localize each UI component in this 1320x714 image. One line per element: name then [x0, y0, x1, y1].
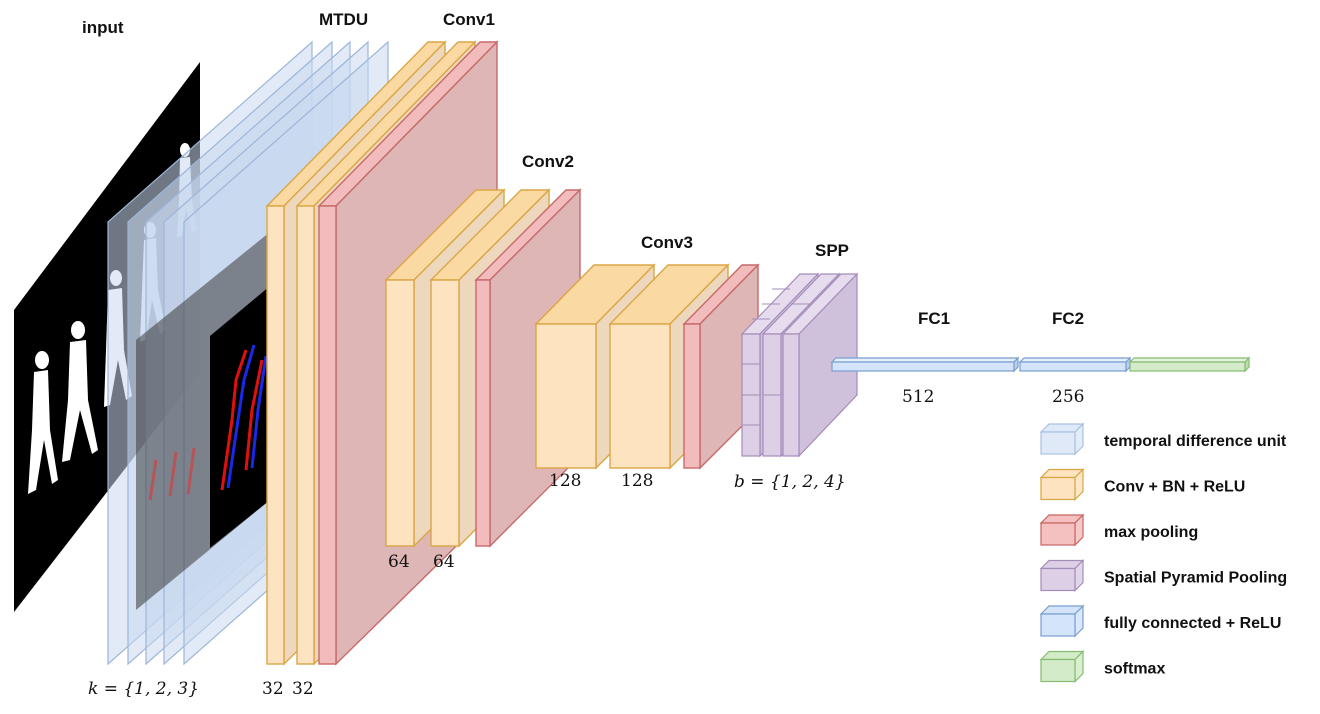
mtdu-label: MTDU: [319, 10, 368, 29]
legend-item-temporal-difference-unit: temporal difference unit: [1039, 422, 1287, 456]
spp-block: [740, 272, 859, 458]
conv3-dim-a: 128: [549, 471, 581, 491]
conv3-dim-b: 128: [621, 471, 653, 491]
spp-label: SPP: [815, 241, 849, 260]
k-set-label: k = {1, 2, 3}: [88, 679, 199, 699]
fc2-dim: 256: [1052, 387, 1084, 407]
legend-label-spatial-pyramid-pooling: Spatial Pyramid Pooling: [1104, 570, 1287, 587]
fc1-bar: [830, 356, 1020, 373]
b-set-label: b = {1, 2, 4}: [734, 472, 846, 492]
fc2-label: FC2: [1052, 309, 1084, 328]
legend-item-softmax: softmax: [1039, 650, 1165, 683]
legend-item-max-pooling: max pooling: [1039, 513, 1198, 547]
legend-swatch-temporal-difference-unit: [1039, 422, 1085, 456]
legend-label-temporal-difference-unit: temporal difference unit: [1104, 433, 1287, 450]
conv1-dim-b: 32: [292, 679, 314, 699]
legend-swatch-conv-bn-relu: [1039, 468, 1085, 501]
legend-label-softmax: softmax: [1104, 661, 1165, 678]
fc1-label: FC1: [918, 309, 950, 328]
conv1-dim-a: 32: [262, 679, 284, 699]
conv2-label: Conv2: [522, 152, 574, 171]
legend-label-conv-bn-relu: Conv + BN + ReLU: [1104, 479, 1245, 496]
conv2-dim-b: 64: [433, 552, 455, 572]
legend-item-spatial-pyramid-pooling: Spatial Pyramid Pooling: [1039, 559, 1287, 592]
legend-swatch-spatial-pyramid-pooling: [1039, 559, 1085, 592]
conv3-block: [534, 263, 760, 470]
fc2-bar: [1018, 356, 1132, 373]
legend-item-conv-bn-relu: Conv + BN + ReLU: [1039, 468, 1245, 501]
input-label: input: [82, 18, 124, 37]
fc1-dim: 512: [902, 387, 934, 407]
legend-swatch-fully-connected-relu: [1039, 604, 1085, 638]
legend-swatch-softmax: [1039, 650, 1085, 683]
legend-swatch-max-pooling: [1039, 513, 1085, 547]
legend-item-fully-connected-relu: fully connected + ReLU: [1039, 604, 1281, 638]
legend-label-fully-connected-relu: fully connected + ReLU: [1104, 615, 1281, 632]
conv2-dim-a: 64: [388, 552, 410, 572]
legend-label-max-pooling: max pooling: [1104, 524, 1198, 541]
conv3-label: Conv3: [641, 233, 693, 252]
softmax-bar: [1128, 356, 1251, 373]
conv1-label: Conv1: [443, 10, 495, 29]
